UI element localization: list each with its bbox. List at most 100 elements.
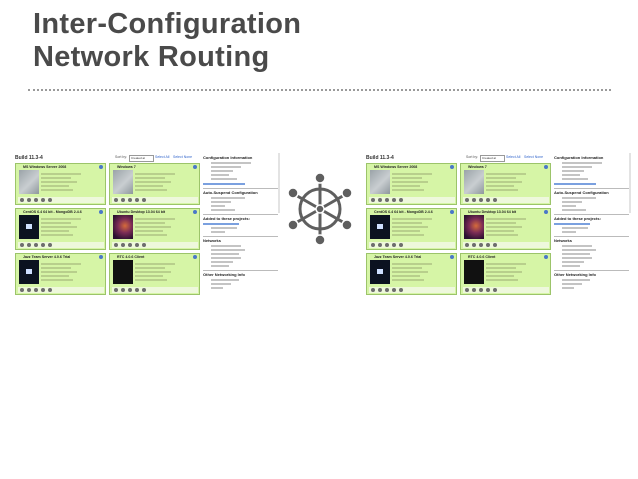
stop-icon[interactable] — [479, 198, 483, 202]
pause-icon[interactable] — [27, 198, 31, 202]
pause-icon[interactable] — [121, 198, 125, 202]
console-icon[interactable] — [142, 243, 146, 247]
power-icon[interactable] — [20, 243, 24, 247]
stop-icon[interactable] — [479, 243, 483, 247]
vm-card[interactable]: RTC 4.0.6 Client — [460, 253, 551, 295]
power-icon[interactable] — [114, 288, 118, 292]
vm-settings-icon[interactable] — [450, 210, 454, 214]
vm-thumbnail[interactable] — [464, 215, 484, 239]
console-icon[interactable] — [399, 243, 403, 247]
select-all-link[interactable]: Select All — [506, 155, 521, 159]
vm-card[interactable]: CentOS 6.4 64 bit - MongoDB 2.4.6 — [366, 208, 457, 250]
console-icon[interactable] — [399, 198, 403, 202]
pause-icon[interactable] — [27, 243, 31, 247]
vm-card[interactable]: Jazz Team Server 4.0.6 Trial — [15, 253, 106, 295]
power-icon[interactable] — [465, 288, 469, 292]
power-icon[interactable] — [371, 243, 375, 247]
reset-icon[interactable] — [392, 243, 396, 247]
vm-card[interactable]: RTC 4.0.6 Client — [109, 253, 200, 295]
vm-settings-icon[interactable] — [193, 255, 197, 259]
pause-icon[interactable] — [27, 288, 31, 292]
console-icon[interactable] — [142, 288, 146, 292]
vm-card[interactable]: Ubuntu Desktop 13.04 64 bit — [109, 208, 200, 250]
reset-icon[interactable] — [486, 198, 490, 202]
reset-icon[interactable] — [135, 243, 139, 247]
pause-icon[interactable] — [378, 243, 382, 247]
console-icon[interactable] — [493, 243, 497, 247]
vm-settings-icon[interactable] — [99, 165, 103, 169]
vm-thumbnail[interactable] — [19, 260, 39, 284]
vm-settings-icon[interactable] — [193, 165, 197, 169]
reset-icon[interactable] — [392, 198, 396, 202]
power-icon[interactable] — [20, 288, 24, 292]
select-all-link[interactable]: Select All — [155, 155, 170, 159]
reset-icon[interactable] — [41, 243, 45, 247]
power-icon[interactable] — [465, 243, 469, 247]
vm-settings-icon[interactable] — [99, 210, 103, 214]
pause-icon[interactable] — [472, 288, 476, 292]
vm-thumbnail[interactable] — [113, 260, 133, 284]
vm-card[interactable]: Ubuntu Desktop 13.04 64 bit — [460, 208, 551, 250]
vm-settings-icon[interactable] — [450, 255, 454, 259]
vm-card[interactable]: Windows 7 — [460, 163, 551, 205]
stop-icon[interactable] — [479, 288, 483, 292]
pause-icon[interactable] — [378, 288, 382, 292]
stop-icon[interactable] — [34, 198, 38, 202]
info-scrollbar[interactable] — [629, 153, 631, 213]
power-icon[interactable] — [114, 243, 118, 247]
stop-icon[interactable] — [385, 198, 389, 202]
vm-thumbnail[interactable] — [370, 170, 390, 194]
vm-thumbnail[interactable] — [370, 260, 390, 284]
vm-thumbnail[interactable] — [19, 215, 39, 239]
console-icon[interactable] — [493, 198, 497, 202]
power-icon[interactable] — [114, 198, 118, 202]
power-icon[interactable] — [371, 288, 375, 292]
select-none-link[interactable]: Select None — [524, 155, 544, 159]
vm-thumbnail[interactable] — [464, 170, 484, 194]
pause-icon[interactable] — [472, 243, 476, 247]
stop-icon[interactable] — [34, 243, 38, 247]
stop-icon[interactable] — [128, 243, 132, 247]
sort-select[interactable]: Created at — [480, 155, 505, 162]
stop-icon[interactable] — [34, 288, 38, 292]
vm-card[interactable]: Jazz Team Server 4.0.6 Trial — [366, 253, 457, 295]
power-icon[interactable] — [371, 198, 375, 202]
vm-thumbnail[interactable] — [19, 170, 39, 194]
console-icon[interactable] — [48, 198, 52, 202]
reset-icon[interactable] — [135, 288, 139, 292]
pause-icon[interactable] — [121, 288, 125, 292]
power-icon[interactable] — [20, 198, 24, 202]
stop-icon[interactable] — [385, 243, 389, 247]
vm-thumbnail[interactable] — [113, 215, 133, 239]
vm-settings-icon[interactable] — [544, 165, 548, 169]
stop-icon[interactable] — [385, 288, 389, 292]
stop-icon[interactable] — [128, 198, 132, 202]
vm-card[interactable]: MS Windows Server 2008 — [15, 163, 106, 205]
vm-settings-icon[interactable] — [99, 255, 103, 259]
reset-icon[interactable] — [392, 288, 396, 292]
console-icon[interactable] — [493, 288, 497, 292]
vm-card[interactable]: MS Windows Server 2008 — [366, 163, 457, 205]
vm-thumbnail[interactable] — [113, 170, 133, 194]
console-icon[interactable] — [142, 198, 146, 202]
select-none-link[interactable]: Select None — [173, 155, 193, 159]
reset-icon[interactable] — [486, 288, 490, 292]
pause-icon[interactable] — [472, 198, 476, 202]
vm-card[interactable]: Windows 7 — [109, 163, 200, 205]
stop-icon[interactable] — [128, 288, 132, 292]
console-icon[interactable] — [48, 243, 52, 247]
reset-icon[interactable] — [41, 198, 45, 202]
info-scrollbar[interactable] — [278, 153, 280, 213]
vm-settings-icon[interactable] — [193, 210, 197, 214]
vm-settings-icon[interactable] — [544, 255, 548, 259]
vm-settings-icon[interactable] — [450, 165, 454, 169]
vm-settings-icon[interactable] — [544, 210, 548, 214]
reset-icon[interactable] — [41, 288, 45, 292]
pause-icon[interactable] — [378, 198, 382, 202]
power-icon[interactable] — [465, 198, 469, 202]
vm-card[interactable]: CentOS 6.4 64 bit - MongoDB 2.4.6 — [15, 208, 106, 250]
vm-thumbnail[interactable] — [464, 260, 484, 284]
pause-icon[interactable] — [121, 243, 125, 247]
console-icon[interactable] — [48, 288, 52, 292]
reset-icon[interactable] — [486, 243, 490, 247]
